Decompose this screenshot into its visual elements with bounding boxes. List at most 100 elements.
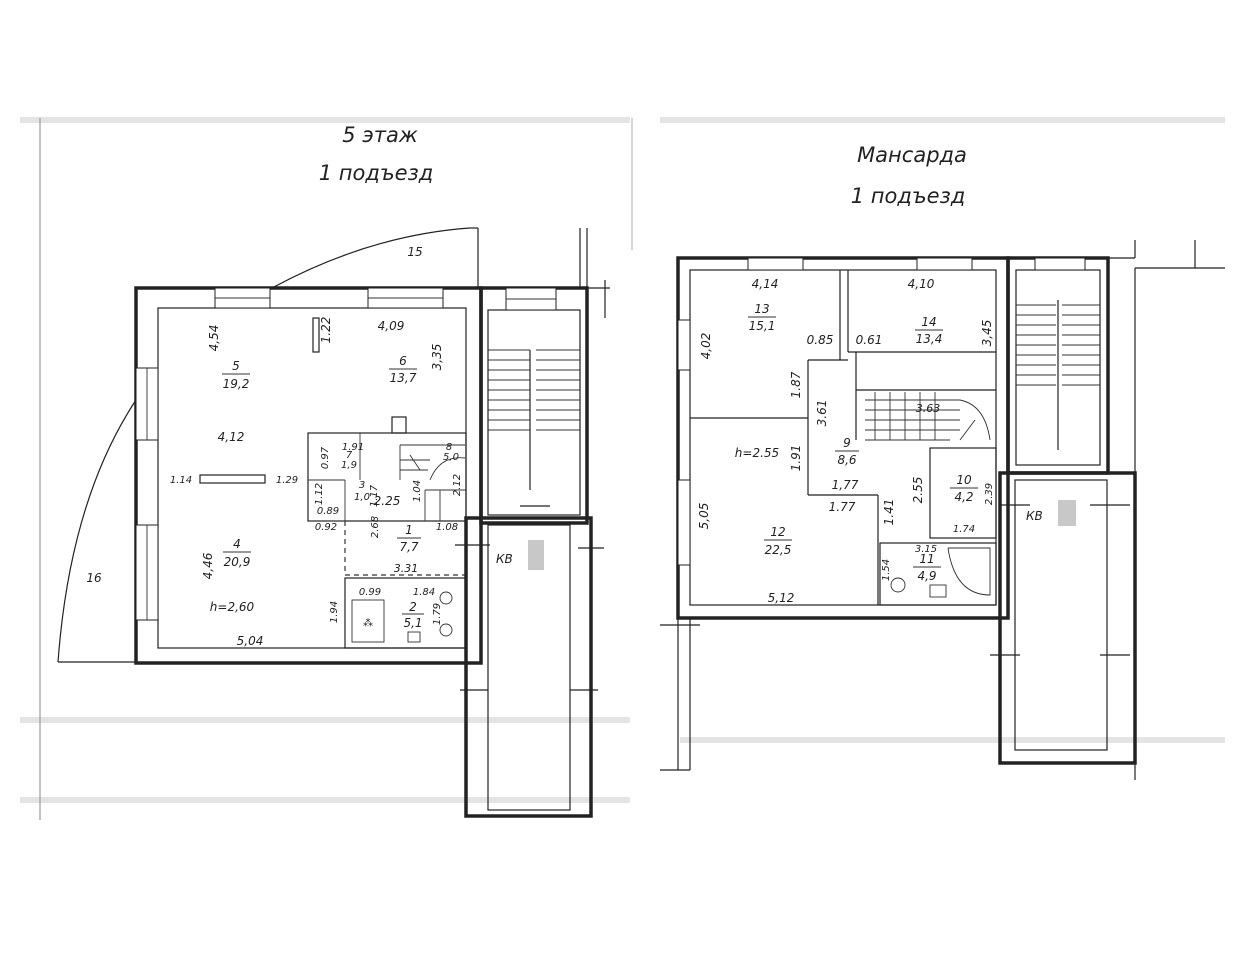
toilet-icon <box>439 591 453 605</box>
dimension: 4,46 <box>201 552 215 579</box>
balcony-16-label: 16 <box>86 571 102 585</box>
dimension: 5,04 <box>237 634 264 648</box>
window <box>677 319 691 371</box>
dimension: 1.08 <box>436 522 458 533</box>
attic-kv-label: КВ <box>1026 509 1043 523</box>
dimension: 1.91 <box>789 445 803 472</box>
room-area: 20,9 <box>224 555 251 569</box>
dimension: 1.41 <box>882 499 896 526</box>
room-area: 1,9 <box>341 460 357 471</box>
room-number: 13 <box>754 302 769 316</box>
balcony-15-arc <box>271 227 471 289</box>
dimension: 3,45 <box>980 320 994 347</box>
floor5-plan: 5 этаж 1 подъезд 15 16 <box>57 123 610 818</box>
background-ghost-lines <box>20 117 1225 820</box>
balcony-16-arc <box>57 399 137 663</box>
dimension: 1,77 <box>832 478 859 492</box>
dimension: 2.12 <box>452 474 463 496</box>
room-area: 4,2 <box>954 490 973 504</box>
attic-height: h=2.55 <box>735 446 779 460</box>
dimension: 4,02 <box>699 333 713 360</box>
dimension: 1.04 <box>412 480 423 502</box>
room-number: 10 <box>956 473 972 487</box>
floor5-subtitle: 1 подъезд <box>319 161 434 185</box>
dimension: 5,12 <box>768 591 795 605</box>
corridor <box>464 516 593 818</box>
sink-icon <box>929 584 947 598</box>
dimension: 4,09 <box>378 319 405 333</box>
dimension: 1.87 <box>789 371 803 398</box>
attic-room-labels: 13 15,1 14 13,4 9 8,6 10 4,2 11 4,9 12 2… <box>735 302 978 583</box>
room-10-walls <box>929 447 997 539</box>
dimension: 1.74 <box>953 524 975 535</box>
floor5-dimensions: 4,54 1.22 4,09 3,35 4,12 1.91 0.97 1.14 … <box>170 317 463 648</box>
room-number: 2 <box>409 600 417 614</box>
dimension: 1.77 <box>829 500 856 514</box>
dimension: 1.91 <box>342 442 364 453</box>
dimension: 0.61 <box>856 333 883 347</box>
attic-subtitle: 1 подъезд <box>851 184 966 208</box>
dimension: 2.25 <box>374 494 401 508</box>
room-number: 3 <box>359 480 365 491</box>
room-area: 13,4 <box>916 332 943 346</box>
dimension: 1.94 <box>329 601 340 623</box>
room-number: 4 <box>233 537 241 551</box>
dimension: 1.84 <box>413 587 435 598</box>
stairs-icon <box>1016 304 1100 386</box>
floor5-room-labels: 5 19,2 6 13,7 4 20,9 1 7,7 2 5,1 3 1,0 7… <box>210 354 459 630</box>
room-number: 1 <box>405 523 413 537</box>
stairwell <box>479 286 589 525</box>
room-11-walls <box>879 542 997 606</box>
door-marker <box>391 416 407 434</box>
dimension: 3,35 <box>430 344 444 371</box>
flat-marker-icon <box>528 540 544 570</box>
stairs-icon <box>488 349 580 431</box>
dimension: 1.79 <box>432 603 443 625</box>
balcony-15-label: 15 <box>407 245 422 259</box>
window <box>916 257 973 271</box>
dimension: 4,14 <box>752 277 779 291</box>
attic-inner-wall <box>689 269 997 606</box>
dimension: 4,10 <box>908 277 935 291</box>
dimension: 3.61 <box>815 400 829 427</box>
shower-icon <box>947 547 991 596</box>
basin-icon <box>439 623 453 637</box>
toilet-icon <box>890 577 906 593</box>
shower-icon <box>351 599 385 643</box>
floor5-title: 5 этаж <box>342 123 418 147</box>
window <box>677 479 691 566</box>
dimension: 4,12 <box>218 430 245 444</box>
room-area: 13,7 <box>390 371 417 385</box>
room-number: 6 <box>399 354 407 368</box>
dimension: 1.14 <box>170 475 192 486</box>
room-area: 5,0 <box>443 452 459 463</box>
flat-marker-icon <box>1058 500 1076 526</box>
dimension: 0.97 <box>320 446 331 469</box>
room-number: 8 <box>446 442 452 453</box>
dimension: 2.39 <box>984 483 995 505</box>
shower-drain-icon: ⁂ <box>363 617 373 629</box>
dimension: 3.63 <box>916 402 941 415</box>
stairs-icon <box>865 392 991 441</box>
room-area: 7,7 <box>399 540 418 554</box>
dimension: 3.15 <box>915 544 937 555</box>
column <box>312 317 320 353</box>
dimension: 4,54 <box>207 325 221 352</box>
attic-corridor <box>998 471 1137 765</box>
dimension: 1.12 <box>314 483 325 505</box>
window <box>747 257 804 271</box>
room-number: 9 <box>843 436 851 450</box>
dimension: 3.31 <box>394 562 419 575</box>
window <box>1034 257 1086 271</box>
dimension: 1.29 <box>276 475 298 486</box>
dimension: 2.55 <box>911 477 925 504</box>
partition <box>199 474 266 484</box>
attic-title: Мансарда <box>857 143 967 167</box>
attic-plan: Мансарда 1 подъезд <box>660 143 1225 780</box>
room-number: 7 <box>346 450 353 461</box>
sink-icon <box>407 631 421 643</box>
dimension: 0.89 <box>317 506 339 517</box>
room-number: 5 <box>232 359 240 373</box>
room-number: 14 <box>921 315 936 329</box>
